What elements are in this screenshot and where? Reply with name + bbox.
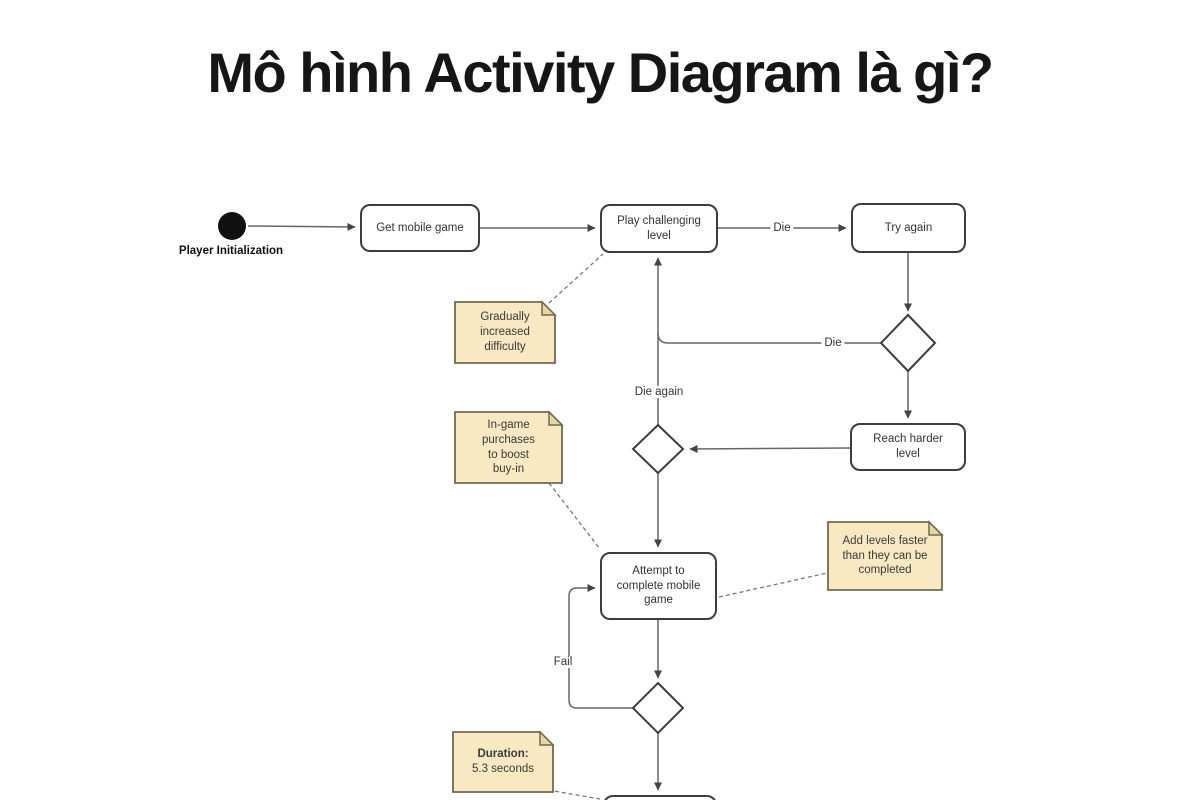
note-link-duration (547, 789, 601, 800)
activity-get-mobile-game: Get mobile game (360, 204, 480, 252)
note-shape-addlevels (827, 520, 944, 591)
note-fold-icon (541, 300, 557, 316)
note-link-addlevels (718, 572, 828, 598)
note-add-levels-faster: Add levels faster than they can be compl… (842, 534, 928, 577)
page-title: Mô hình Activity Diagram là gì? (207, 41, 994, 104)
activity-try-again: Try again (851, 203, 966, 253)
edge-reach-to-decision2 (689, 444, 851, 453)
edge-label-fail: Fail (550, 656, 576, 668)
note-link-gradually (548, 253, 604, 304)
edge-start-to-get (247, 222, 356, 231)
decision-diamond-1 (879, 313, 937, 373)
note-fold-icon (539, 730, 555, 746)
edge-label-die-top: Die (770, 222, 794, 234)
edge-decision1-die-back (657, 332, 881, 344)
note-shape-ingame (454, 410, 564, 484)
start-node (218, 212, 246, 240)
note-link-ingame (548, 482, 601, 550)
activity-play-challenging-level: Play challenging level (600, 204, 718, 253)
start-node-label: Player Initialization (178, 245, 284, 257)
activity-bottom-partial (603, 795, 717, 800)
note-shape-duration (452, 730, 555, 793)
note-shape-gradually (454, 300, 557, 364)
edge-fail-loop (568, 584, 633, 709)
note-duration-value: 5.3 seconds (471, 763, 534, 775)
note-duration-title: Duration: (477, 748, 529, 761)
activity-attempt-complete: Attempt to complete mobile game (600, 552, 717, 620)
decision-diamond-3 (631, 681, 685, 735)
note-gradually-increased-difficulty: Gradually increased difficulty (480, 311, 530, 353)
activity-reach-harder-level: Reach harder level (850, 423, 966, 471)
edge-label-die-mid: Die (821, 337, 845, 349)
note-duration: Duration: 5.3 seconds (453, 732, 553, 792)
edge-label-die-again: Die again (631, 386, 687, 398)
note-fold-icon (928, 520, 944, 536)
decision-diamond-2 (631, 423, 685, 475)
note-fold-icon (548, 410, 564, 426)
note-ingame-purchases: In-game purchases to boost buy-in (481, 418, 536, 476)
